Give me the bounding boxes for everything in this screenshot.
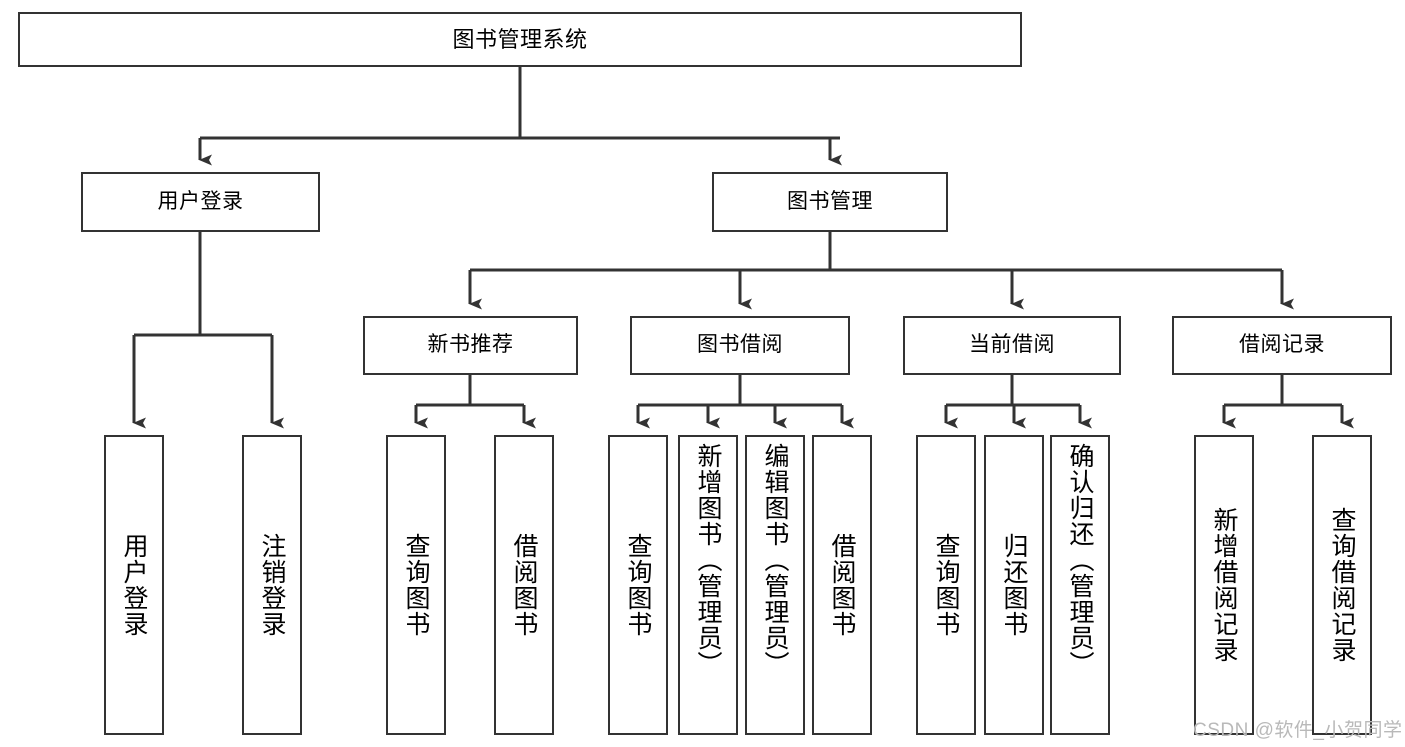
node-label: 查询图书	[932, 533, 960, 637]
leaf-user-login-login[interactable]: 用户登录	[104, 435, 164, 735]
node-label: 借阅图书	[828, 533, 856, 637]
node-new-book-recommend[interactable]: 新书推荐	[363, 316, 578, 375]
leaf-current-query-book[interactable]: 查询图书	[916, 435, 976, 735]
node-label: 当前借阅	[969, 333, 1055, 357]
node-label: 用户登录	[120, 533, 148, 637]
csdn-watermark: CSDN @软件_小贺同学	[1193, 720, 1403, 741]
node-book-management[interactable]: 图书管理	[712, 172, 948, 232]
node-book-borrow[interactable]: 图书借阅	[630, 316, 850, 375]
node-label: 查询借阅记录	[1328, 507, 1356, 663]
node-label: 新增借阅记录	[1210, 507, 1238, 663]
node-label: 注销登录	[258, 533, 286, 637]
node-label: 确认归还（管理员）	[1066, 443, 1094, 677]
leaf-record-query-record[interactable]: 查询借阅记录	[1312, 435, 1372, 735]
node-label: 新书推荐	[427, 333, 514, 357]
node-label: 用户登录	[157, 189, 244, 213]
node-label: 借阅图书	[510, 533, 538, 637]
leaf-recommend-query-book[interactable]: 查询图书	[386, 435, 446, 735]
leaf-record-add-record[interactable]: 新增借阅记录	[1194, 435, 1254, 735]
node-label: 查询图书	[624, 533, 652, 637]
node-label: 图书管理	[787, 189, 873, 213]
node-label: 图书管理系统	[452, 26, 588, 52]
leaf-current-confirm-return[interactable]: 确认归还（管理员）	[1050, 435, 1110, 735]
leaf-user-login-logout[interactable]: 注销登录	[242, 435, 302, 735]
leaf-borrow-query-book[interactable]: 查询图书	[608, 435, 668, 735]
node-label: 归还图书	[1000, 533, 1028, 637]
leaf-recommend-borrow-book[interactable]: 借阅图书	[494, 435, 554, 735]
leaf-borrow-edit-book[interactable]: 编辑图书（管理员）	[745, 435, 805, 735]
node-label: 查询图书	[402, 533, 430, 637]
node-label: 编辑图书（管理员）	[761, 443, 789, 677]
leaf-borrow-add-book[interactable]: 新增图书（管理员）	[678, 435, 738, 735]
node-label: 借阅记录	[1239, 333, 1325, 357]
node-root[interactable]: 图书管理系统	[18, 12, 1022, 67]
node-current-borrow[interactable]: 当前借阅	[903, 316, 1121, 375]
node-label: 图书借阅	[697, 333, 783, 357]
leaf-current-return-book[interactable]: 归还图书	[984, 435, 1044, 735]
node-label: 新增图书（管理员）	[694, 443, 722, 677]
node-borrow-record[interactable]: 借阅记录	[1172, 316, 1392, 375]
node-user-login[interactable]: 用户登录	[81, 172, 320, 232]
leaf-borrow-borrow-book[interactable]: 借阅图书	[812, 435, 872, 735]
